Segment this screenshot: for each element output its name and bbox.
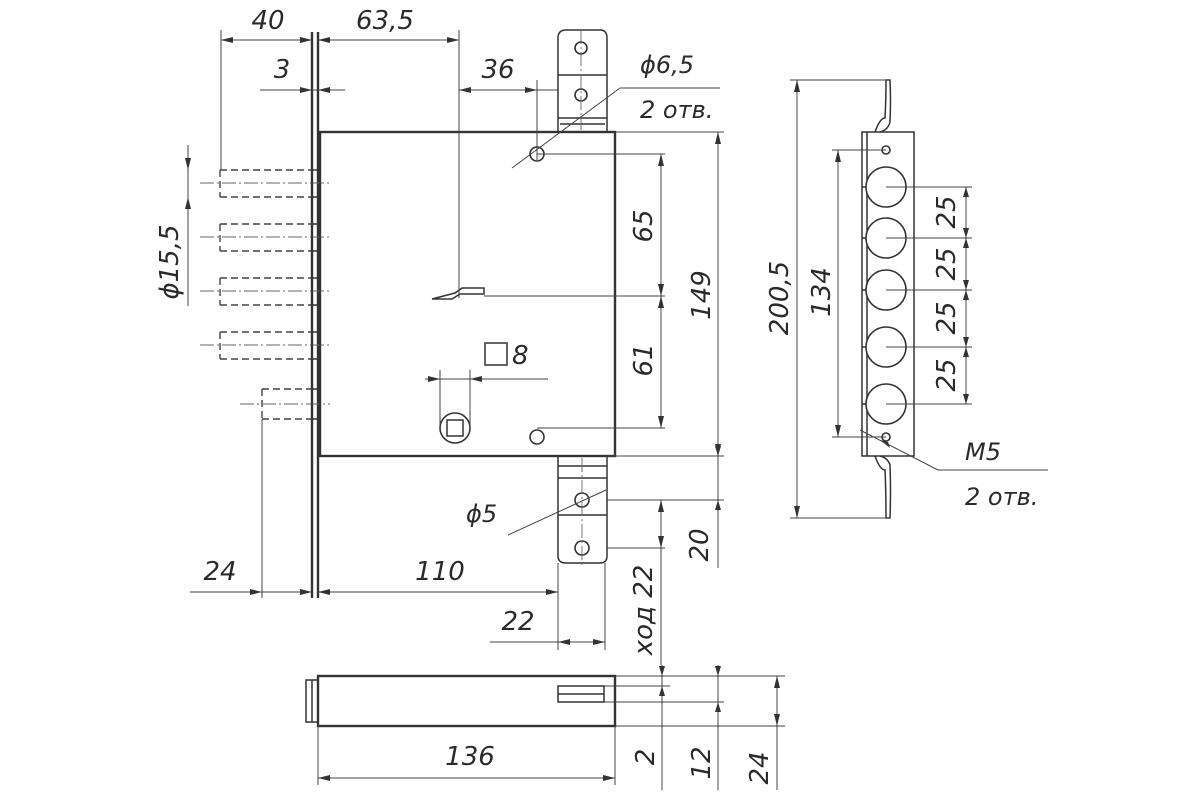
dim-149: 149 [687,270,717,320]
dim-bolt-diameter: ϕ15,5 [155,224,185,299]
dim-22-bottom: 22 [501,607,534,637]
bottom-mounting-tab [557,456,608,568]
note-hole-top-count: 2 отв. [640,96,713,124]
dim-36: 36 [481,55,514,85]
dim-24-bottom: 24 [203,557,236,587]
dim-40: 40 [251,6,284,36]
dim-spacing-4: 25 [932,358,962,391]
dim-12: 12 [687,746,717,779]
dim-134: 134 [807,267,837,317]
dim-3: 3 [274,55,291,85]
note-hole-top: ϕ6,5 [640,51,694,79]
note-hole-bottom: ϕ5 [466,500,497,528]
bottom-view: 136 2 12 24 [305,665,785,790]
dim-200-5: 200,5 [765,261,795,335]
latch-mark [431,287,485,300]
dim-20: 20 [685,528,715,561]
dim-spacing-1: 25 [932,195,962,228]
dim-2: 2 [631,749,661,766]
front-view: 65 61 149 20 ход 22 40 63,5 3 36 [155,6,724,665]
dim-24-depth: 24 [745,751,775,784]
bolts [200,169,330,420]
dim-63-5: 63,5 [356,6,414,36]
note-thread-m5: M5 [965,438,1001,466]
square-symbol [484,342,508,366]
dim-110: 110 [415,557,465,587]
dim-65: 65 [629,209,659,242]
dim-spacing-2: 25 [932,247,962,280]
side-view: 25 25 25 25 134 200,5 M5 2 отв. [765,79,1048,519]
note-thread-count: 2 отв. [965,483,1038,511]
dim-61: 61 [629,343,659,376]
dim-136: 136 [445,742,495,772]
bolt-heads [862,166,907,425]
dim-square-8: 8 [512,341,529,371]
top-mounting-tab [557,29,608,132]
mounting-hole-bottom [529,429,545,445]
dim-stroke-22: ход 22 [629,565,659,657]
dim-spacing-3: 25 [932,301,962,334]
cylinder-spindle-hole [439,412,471,444]
